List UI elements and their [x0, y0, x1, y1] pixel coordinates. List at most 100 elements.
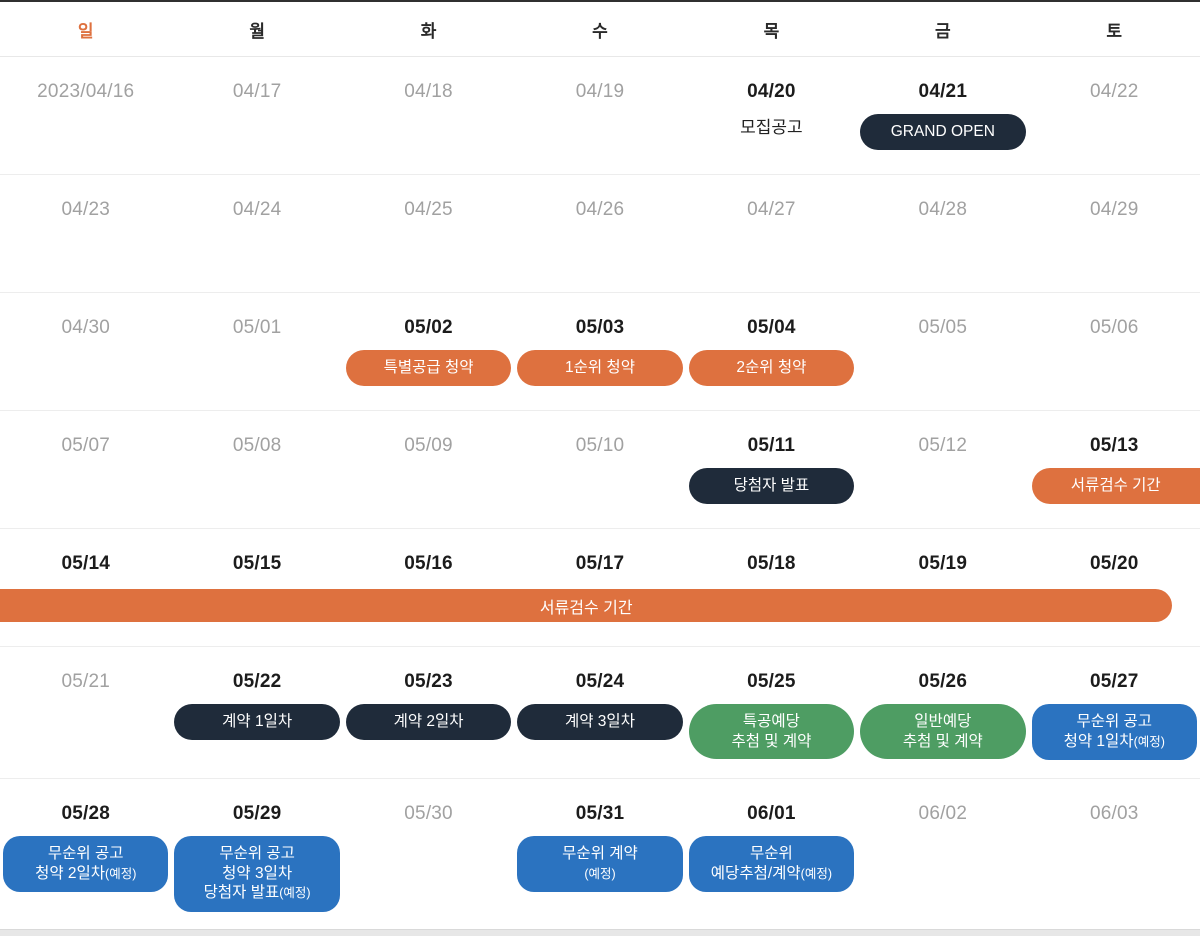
day-cell: 05/24 계약 3일차 [514, 647, 685, 778]
day-cell: 05/15 [171, 529, 342, 646]
event-badge-line: (예정) [519, 864, 680, 885]
day-cell: 05/21 [0, 647, 171, 778]
day-cell: 05/08 [171, 411, 342, 528]
event-badge-line: 당첨자 발표 [733, 477, 810, 494]
day-cell: 05/02 특별공급 청약 [343, 293, 514, 410]
date-label: 05/02 [404, 317, 453, 338]
event-badge-line: 추첨 및 계약 [731, 732, 812, 750]
date-label: 05/30 [404, 803, 453, 824]
date-label: 04/23 [61, 199, 110, 220]
day-cell: 04/30 [0, 293, 171, 410]
weekday-label-6: 토 [1106, 21, 1123, 41]
date-label: 05/31 [575, 803, 625, 824]
day-cell: 05/30 [343, 779, 514, 930]
day-cell: 04/24 [171, 175, 342, 292]
day-cell: 2023/04/16 [0, 57, 171, 174]
period-banner: 서류검수 기간 [0, 589, 1173, 622]
event-badge: 계약 3일차 [517, 704, 683, 740]
date-label: 05/03 [575, 317, 625, 338]
date-label: 05/10 [575, 435, 625, 456]
event-badge-line: 계약 3일차 [564, 713, 635, 730]
date-label: 04/19 [575, 81, 625, 102]
day-cell: 05/09 [343, 411, 514, 528]
date-label: 05/13 [1089, 435, 1139, 456]
day-cell: 06/03 [1029, 779, 1200, 930]
date-label: 05/28 [61, 803, 110, 824]
date-label: 04/17 [232, 81, 282, 102]
event-badge: 1순위 청약 [517, 350, 683, 386]
day-cell: 05/20 [1029, 529, 1200, 646]
date-label: 04/28 [918, 199, 968, 220]
day-cell: 04/23 [0, 175, 171, 292]
day-cell: 04/29 [1029, 175, 1200, 292]
day-cell: 04/19 [514, 57, 685, 174]
date-label: 05/21 [61, 671, 110, 692]
weekday-label-5: 금 [935, 21, 951, 41]
event-badge-line: 2순위 청약 [736, 359, 807, 376]
day-cell: 05/12 [857, 411, 1028, 528]
event-badge-line: 청약 1일차(예정) [1063, 732, 1165, 750]
event-badge-line: 계약 1일차 [222, 713, 293, 730]
day-cell: 05/18 [686, 529, 857, 646]
date-label: 04/29 [1089, 199, 1139, 220]
date-label: 04/18 [404, 81, 453, 102]
date-label: 06/01 [747, 803, 796, 824]
day-cell: 04/25 [343, 175, 514, 292]
date-label: 05/12 [918, 435, 968, 456]
day-cell: 05/16 [343, 529, 514, 646]
day-cell: 04/27 [686, 175, 857, 292]
event-badge: 계약 2일차 [345, 704, 512, 740]
tentative-suffix: (예정) [105, 866, 137, 881]
event-badge-line: 청약 2일차(예정) [35, 864, 137, 882]
weekday-label-3: 수 [592, 21, 608, 41]
date-label: 04/26 [575, 199, 625, 220]
weekday-label-1: 월 [249, 21, 265, 41]
tentative-suffix: (예정) [1133, 734, 1165, 749]
event-badge-line: 일반예당 [914, 713, 972, 730]
date-label: 04/25 [404, 199, 453, 220]
day-cell: 05/10 [514, 411, 685, 528]
day-cell: 05/31 무순위 계약(예정) [514, 779, 685, 930]
date-label: 05/22 [232, 671, 282, 692]
date-label: 05/27 [1089, 671, 1139, 692]
day-cell: 04/28 [857, 175, 1028, 292]
date-label: 05/06 [1089, 317, 1139, 338]
event-badge: 당첨자 발표 [688, 468, 855, 504]
date-label: 04/30 [61, 317, 110, 338]
event-badge: 특별공급 청약 [345, 350, 512, 386]
day-cell: 04/17 [171, 57, 342, 174]
weekday-label-4: 목 [763, 21, 780, 41]
date-label: 05/16 [404, 553, 453, 574]
week-row: 04/23 04/24 04/25 04/26 04/27 04/28 04/29 [0, 175, 1200, 293]
date-label: 2023/04/16 [37, 81, 135, 102]
date-label: 05/05 [918, 317, 968, 338]
event-badge-line: 특별공급 청약 [383, 359, 474, 376]
date-label: 05/01 [232, 317, 282, 338]
date-label: 05/24 [575, 671, 625, 692]
date-label: 05/17 [575, 553, 625, 574]
event-badge-line: 무순위 [750, 845, 793, 862]
tentative-suffix: (예정) [584, 866, 616, 881]
day-cell: 05/17 [514, 529, 685, 646]
day-cell: 05/19 [857, 529, 1028, 646]
event-badge-line: 특공예당 [742, 713, 800, 730]
event-badge-line: 무순위 공고 [1076, 713, 1153, 730]
weekday-label-0: 일 [77, 21, 94, 41]
date-label: 06/02 [918, 803, 968, 824]
bottom-divider [0, 929, 1200, 936]
event-badge: 무순위 계약(예정) [517, 836, 683, 892]
